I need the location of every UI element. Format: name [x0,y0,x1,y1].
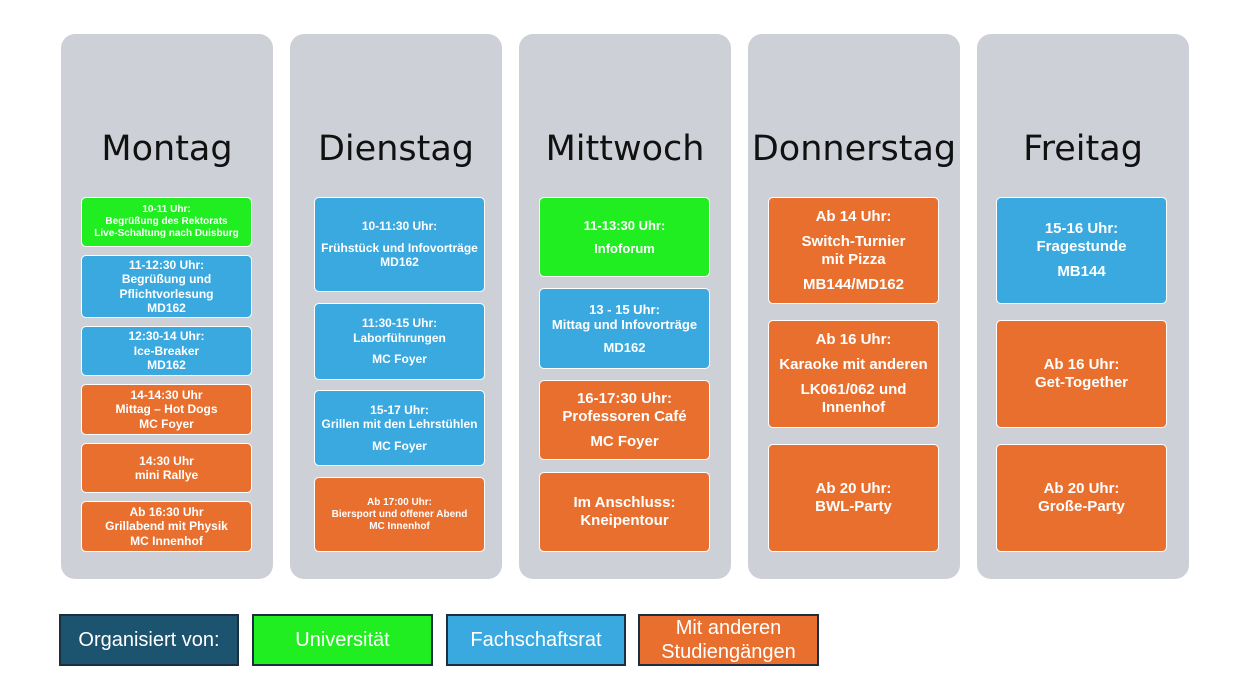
event-line: Begrüßung und [121,272,212,287]
event-line: MD162 [147,300,186,315]
event-line: Begrüßung des Rektorats [105,216,228,227]
event-line: 13 - 15 Uhr: [589,301,660,317]
event-line: Ab 20 Uhr: [815,480,892,497]
event-line: Pflichtvorlesung [119,286,214,301]
event-line: MC Foyer [590,432,659,450]
event-line: Ab 16 Uhr: [815,331,892,348]
event-line: MD162 [380,255,419,270]
event-box: Ab 16 Uhr:Get-Together [996,320,1167,428]
legend-item-universitaet: Universität [252,614,433,666]
legend-item-andere-studiengaenge: Mit anderen Studiengängen [638,614,819,666]
event-line: Mittag – Hot Dogs [115,402,218,417]
event-line: Frühstück und Infovorträge [321,240,478,255]
event-line: MC Foyer [139,416,194,431]
event-line: BWL-Party [815,498,892,515]
event-line: Grillen mit den Lehrstühlen [321,417,478,432]
event-line: Biersport und offener Abend [331,508,468,520]
event-line: MC Innenhof [130,533,203,548]
event-line: MD162 [147,358,186,373]
event-line: MC Foyer [372,352,427,367]
day-title: Donnerstag [751,129,957,169]
event-line: Ab 20 Uhr: [1043,480,1120,497]
event-line: Laborführungen [353,330,446,345]
day-title: Dienstag [317,129,474,169]
event-line: mini Rallye [134,468,199,482]
event-line: mit Pizza [821,250,886,268]
event-line: Switch-Turnier [801,232,906,250]
event-line: LK061/062 und [800,381,907,398]
event-line: Ab 16:30 Uhr [129,504,204,519]
event-line: 10-11:30 Uhr: [361,219,438,234]
event-line: MB144 [1057,263,1106,280]
event-line: Karaoke mit anderen [779,356,928,373]
event-line: Innenhof [821,399,886,416]
legend-item-fachschaftsrat: Fachschaftsrat [446,614,626,666]
event-line: MC Innenhof [369,520,430,532]
event-line: Infoforum [594,240,655,256]
event-line: 15-17 Uhr: [370,402,429,417]
day-title: Mittwoch [545,129,705,169]
event-box: Im Anschluss:Kneipentour [539,472,710,552]
event-box: 11-13:30 Uhr: Infoforum [539,197,710,277]
event-line: Ab 14 Uhr: [815,207,892,225]
event-line: Ab 17:00 Uhr: [366,496,432,508]
event-line: 12:30-14 Uhr: [128,329,205,344]
event-line: 15-16 Uhr: [1044,220,1119,237]
event-line: 14:30 Uhr [139,453,194,468]
event-line: Professoren Café [562,407,687,425]
event-box: 16-17:30 Uhr:Professoren Café MC Foyer [539,380,710,460]
event-box: Ab 17:00 Uhr:Biersport und offener Abend… [314,477,485,552]
event-line: 10-11 Uhr: [142,204,191,215]
event-box: 11:30-15 Uhr:Laborführungen MC Foyer [314,303,485,380]
event-box: Ab 20 Uhr:BWL-Party [768,444,939,552]
event-line: 11-13:30 Uhr: [583,217,666,233]
event-line: Mittag und Infovorträge [551,317,698,333]
event-box: Ab 20 Uhr:Große-Party [996,444,1167,552]
event-line: Kneipentour [580,512,669,529]
event-line: Get-Together [1034,374,1129,391]
day-title: Montag [101,129,233,169]
event-line: Live-Schaltung nach Duisburg [94,228,239,239]
event-line: 11-12:30 Uhr: [128,257,205,272]
event-line: Fragestunde [1036,238,1127,255]
event-box: 15-17 Uhr:Grillen mit den Lehrstühlen MC … [314,390,485,466]
event-line: 16-17:30 Uhr: [576,389,673,407]
legend-label: Organisiert von: [59,614,239,666]
event-line: 14-14:30 Uhr [130,387,203,402]
day-title: Freitag [1023,129,1143,169]
event-line: 11:30-15 Uhr: [361,316,438,331]
event-line: Ab 16 Uhr: [1043,356,1120,373]
event-line: Ice-Breaker [133,343,200,358]
event-line: MB144/MD162 [803,275,904,293]
event-line: MD162 [603,339,646,355]
event-line: Große-Party [1038,498,1125,515]
event-line: Grillabend mit Physik [105,519,228,534]
event-line: Im Anschluss: [573,494,676,511]
event-line: MC Foyer [372,438,427,453]
